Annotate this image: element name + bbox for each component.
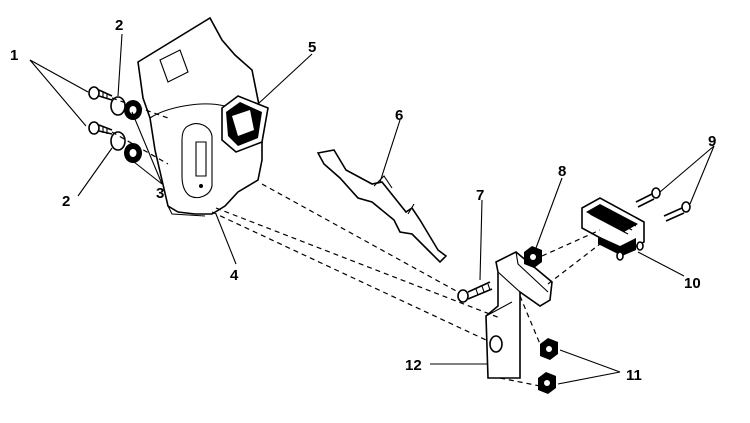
callout-10: 10 <box>684 275 701 292</box>
switch-screw-icon <box>635 187 691 222</box>
callout-11: 11 <box>626 367 642 384</box>
callout-5: 5 <box>308 39 316 56</box>
callout-8: 8 <box>558 163 566 180</box>
lever-icon <box>316 149 448 264</box>
callout-3: 3 <box>156 185 164 202</box>
assembly-lines <box>111 97 601 387</box>
callout-1: 1 <box>10 47 18 64</box>
callout-9: 9 <box>708 133 716 150</box>
leader-lines <box>29 33 715 385</box>
screw-icon <box>88 86 113 135</box>
housing-cover-icon <box>137 16 263 217</box>
callout-labels: 1 2 2 3 4 5 6 7 8 9 10 11 12 <box>10 17 716 384</box>
callout-12: 12 <box>405 357 422 374</box>
switch-icon <box>581 197 645 261</box>
callout-4: 4 <box>230 267 239 284</box>
bolt-icon <box>457 281 493 303</box>
callout-2-bottom: 2 <box>62 193 70 210</box>
washer-icon <box>110 96 126 151</box>
callout-2-top: 2 <box>115 17 123 34</box>
grommet-icon <box>124 100 142 163</box>
callout-7: 7 <box>476 187 484 204</box>
nut-icon <box>524 246 542 268</box>
lower-nut-icon <box>538 338 558 394</box>
switch-knob-icon <box>221 95 269 153</box>
callout-6: 6 <box>395 107 403 124</box>
bracket-icon <box>485 251 553 379</box>
